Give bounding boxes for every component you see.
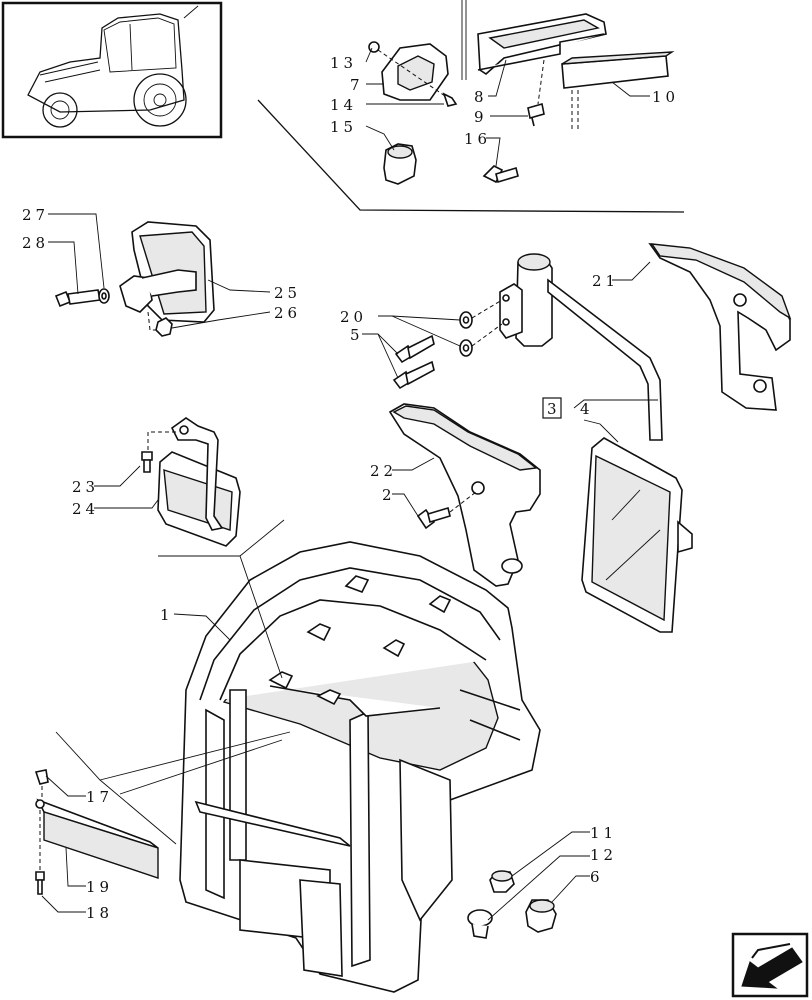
part-pad-10 (537, 51, 675, 130)
callout-7: 7 (350, 76, 364, 94)
part-screw-2 (416, 491, 477, 530)
callout-6: 6 (590, 868, 604, 886)
part-mirror-24 (147, 417, 241, 547)
callout-8: 8 (474, 88, 488, 106)
tractor-thumbnail-icon[interactable] (1, 1, 223, 139)
callout-14: 14 (330, 96, 357, 114)
callout-4: 4 (580, 400, 594, 418)
callout-27: 27 (22, 206, 49, 224)
callout-24: 24 (72, 500, 99, 518)
leader-lines (41, 47, 658, 921)
part-bolts-5 (392, 334, 435, 390)
part-bolt-28 (54, 288, 110, 308)
callout-28: 28 (22, 234, 49, 252)
callout-15: 15 (330, 118, 357, 136)
callout-17: 17 (86, 788, 113, 806)
callout-19: 19 (86, 878, 113, 896)
part-mirror-4 (581, 437, 693, 633)
part-plate-7 (368, 41, 458, 107)
part-holder-8 (461, 0, 607, 80)
callout-5: 5 (350, 326, 364, 344)
callout-21: 21 (592, 272, 619, 290)
part-screw-23 (141, 451, 153, 473)
back-arrow-icon[interactable] (731, 932, 809, 998)
callout-13: 13 (330, 54, 357, 72)
callout-11: 11 (590, 824, 617, 842)
callout-16: 16 (464, 130, 491, 148)
part-cover-21 (648, 242, 792, 411)
part-plug-11 (489, 870, 515, 893)
callout-labels: 13 7 14 15 8 9 10 16 27 28 25 26 20 5 21… (22, 54, 679, 922)
callout-1: 1 (160, 606, 174, 624)
part-bush-6 (525, 899, 557, 933)
part-washers-20 (459, 299, 503, 357)
part-screw-16 (482, 165, 519, 184)
callout-9: 9 (474, 108, 488, 126)
part-clip-12 (467, 909, 493, 939)
part-mirror-25 (119, 221, 215, 323)
part-plate-19 (34, 769, 159, 895)
part-screw-9 (527, 102, 545, 127)
part-mirror-arm (499, 253, 663, 441)
callout-18: 18 (86, 904, 113, 922)
part-nut-26 (147, 311, 173, 337)
callout-22: 22 (370, 462, 397, 480)
part-bush-15 (383, 143, 417, 185)
callout-3-box: 3 (542, 397, 562, 419)
part-handle-22 (388, 403, 541, 587)
callout-2: 2 (382, 486, 396, 504)
callout-12: 12 (590, 846, 617, 864)
callout-23: 23 (72, 478, 99, 496)
callout-25: 25 (274, 284, 301, 302)
callout-3: 3 (547, 400, 561, 418)
callout-26: 26 (274, 304, 301, 322)
callout-20: 20 (340, 308, 367, 326)
callout-10: 10 (652, 88, 679, 106)
part-cab-frame-1 (179, 541, 541, 993)
